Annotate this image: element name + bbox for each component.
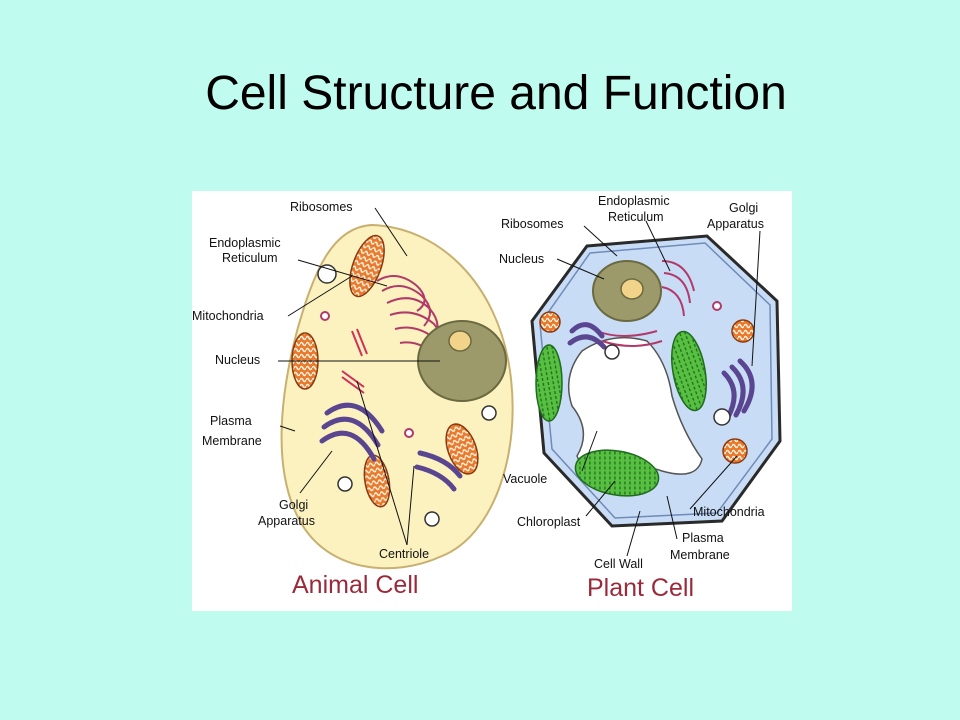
animal-label-plasma-line2: Membrane <box>202 434 262 448</box>
plant-label-mitochondria: Mitochondria <box>693 505 765 519</box>
plant-cell: Endoplasmic Reticulum Ribosomes Golgi Ap… <box>499 194 782 602</box>
animal-lysosome <box>320 311 414 438</box>
slide-title: Cell Structure and Function <box>205 67 787 120</box>
plant-label-chloroplast: Chloroplast <box>517 515 581 529</box>
animal-vesicle <box>317 264 497 527</box>
plant-mitochondrion <box>722 438 748 464</box>
plant-label-cell-wall: Cell Wall <box>594 557 643 571</box>
plant-label-plasma-line1: Plasma <box>682 531 724 545</box>
plant-golgi <box>567 322 755 420</box>
plant-chloroplast <box>535 344 563 422</box>
plant-chloroplast <box>574 449 660 497</box>
plant-mitochondrion <box>539 311 561 333</box>
animal-mitochondrion <box>349 234 385 298</box>
animal-nucleolus <box>448 330 472 352</box>
animal-label-golgi-line1: Golgi <box>279 498 308 512</box>
animal-mitochondrion <box>445 423 479 475</box>
animal-golgi <box>319 402 463 492</box>
plant-lysosome <box>712 301 722 311</box>
plant-vesicle <box>604 344 620 360</box>
plant-label-er-line2: Reticulum <box>608 210 664 224</box>
plant-vacuole <box>567 336 703 479</box>
animal-label-golgi-line2: Apparatus <box>258 514 315 528</box>
animal-cell-caption: Animal Cell <box>292 571 418 599</box>
plant-label-vacuole: Vacuole <box>503 472 547 486</box>
plant-cell-caption: Plant Cell <box>587 574 694 602</box>
cell-diagram-svg: Ribosomes Endoplasmic Reticulum Mitochon… <box>192 194 782 602</box>
plant-mitochondrion <box>731 319 755 343</box>
plant-label-golgi-line1: Golgi <box>729 201 758 215</box>
animal-label-centriole: Centriole <box>379 547 429 561</box>
animal-centriole <box>341 328 368 394</box>
animal-label-ribosomes: Ribosomes <box>290 200 353 214</box>
plant-label-ribosomes: Ribosomes <box>501 217 564 231</box>
cell-diagram: Ribosomes Endoplasmic Reticulum Mitochon… <box>192 191 792 611</box>
animal-label-mitochondria: Mitochondria <box>192 309 264 323</box>
animal-label-er-line2: Reticulum <box>222 251 278 265</box>
plant-chloroplast <box>671 330 707 412</box>
animal-label-er-line1: Endoplasmic <box>209 236 281 250</box>
plant-label-plasma-line2: Membrane <box>670 548 730 562</box>
plant-nucleolus <box>620 278 644 300</box>
plant-label-nucleus: Nucleus <box>499 252 544 266</box>
animal-label-plasma-line1: Plasma <box>210 414 252 428</box>
animal-cell: Ribosomes Endoplasmic Reticulum Mitochon… <box>192 200 514 599</box>
plant-vesicle <box>713 408 731 426</box>
plant-label-er-line1: Endoplasmic <box>598 194 670 208</box>
animal-label-nucleus: Nucleus <box>215 353 260 367</box>
plant-label-golgi-line2: Apparatus <box>707 217 764 231</box>
